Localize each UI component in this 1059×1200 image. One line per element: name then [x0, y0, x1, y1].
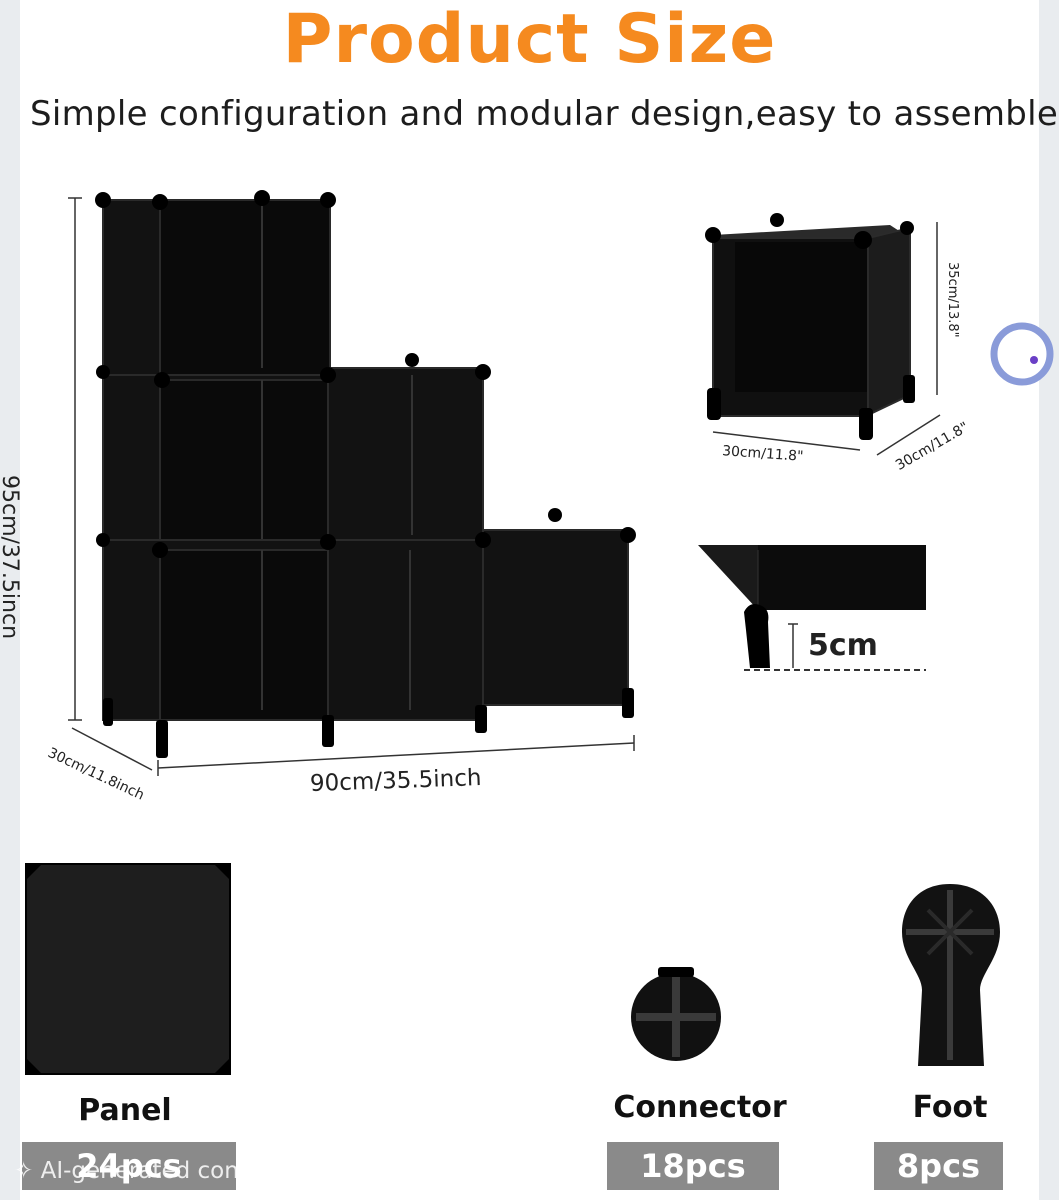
foot-height-label: 5cm: [808, 628, 878, 663]
assistant-ring-icon[interactable]: [990, 322, 1054, 386]
single-cube-diagram: [705, 213, 941, 456]
storage-cube-diagram: [68, 190, 636, 776]
height-label: 95cm/37.5incn: [0, 475, 22, 640]
feet: [103, 688, 634, 758]
cube-bottom-left: [102, 539, 331, 721]
foot-count: 8pcs: [874, 1142, 1003, 1190]
cube-middle-center: [327, 367, 484, 546]
ai-generated-label: ✧ AI-generated content: [14, 1158, 286, 1184]
foot-detail-diagram: [698, 545, 926, 671]
depth-dimension-line: [71, 727, 153, 771]
foot-image: [902, 884, 1000, 1066]
panel-count: 24pcs: [22, 1142, 236, 1190]
cube-bottom-center: [327, 539, 484, 721]
connector-label: Connector: [613, 1090, 787, 1125]
connector-dots: [95, 190, 636, 558]
page-title: Product Size: [282, 0, 777, 79]
panel-image: [25, 863, 231, 1075]
width-dimension-line: [157, 742, 635, 769]
cube-top-left: [102, 199, 331, 376]
connector-count: 18pcs: [607, 1142, 779, 1190]
cube-bottom-right: [482, 529, 629, 706]
panel-label: Panel: [78, 1093, 172, 1128]
cube-height-label: 35cm/13.8": [945, 262, 960, 338]
page-subtitle: Simple configuration and modular design,…: [30, 94, 1059, 134]
foot-label: Foot: [912, 1090, 988, 1125]
connector-image: [631, 967, 721, 1061]
cube-middle-left: [102, 374, 331, 546]
